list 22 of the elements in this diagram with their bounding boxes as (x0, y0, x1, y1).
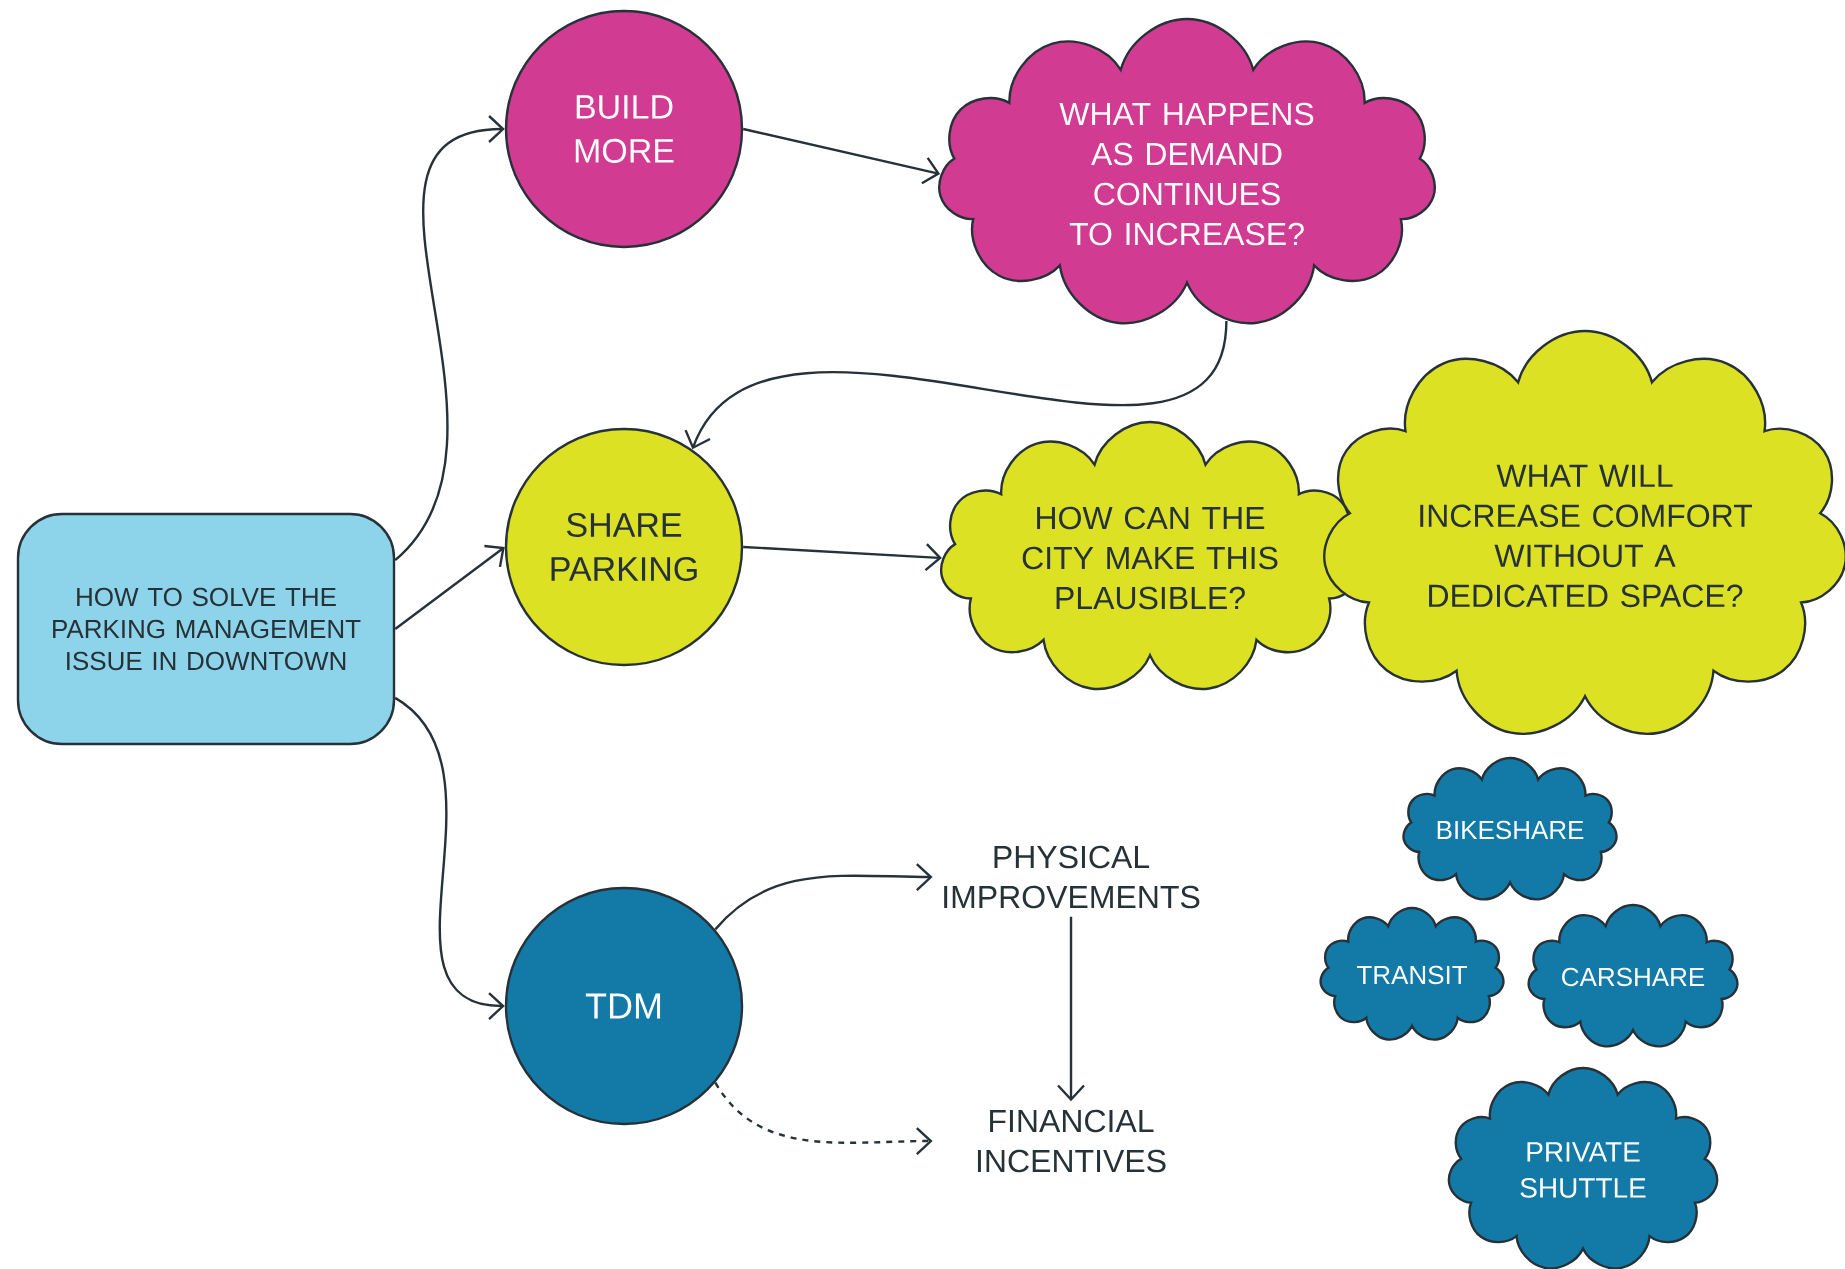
circle-node: SHARE PARKING (504, 427, 744, 667)
thought-cloud: BIKESHARE (1402, 756, 1618, 901)
thought-cloud: TRANSIT (1319, 906, 1505, 1041)
arrow (743, 543, 942, 572)
arrow (714, 863, 933, 931)
arrow (1057, 916, 1085, 1102)
arrow (394, 696, 505, 1020)
circle-node: TDM (504, 886, 744, 1126)
arrow (684, 320, 1228, 450)
text-label: FINANCIAL INCENTIVES (977, 1109, 1166, 1173)
question-box: HOW TO SOLVE THE PARKING MANAGEMENT ISSUE IN DOWNTOWN (16, 512, 396, 746)
thought-cloud: WHAT WILL INCREASE COMFORT WITHOUT A DEDICATED SPACE? (1323, 329, 1845, 735)
text-label: PHYSICAL IMPROVEMENTS (944, 845, 1200, 909)
arrow (394, 115, 505, 561)
thought-cloud: WHAT HAPPENS AS DEMAND CONTINUES TO INCREASE? (938, 17, 1436, 325)
dashed-arrow (714, 1081, 933, 1155)
circle-node: BUILD MORE (504, 9, 744, 249)
arrow (394, 544, 505, 630)
arrow (742, 127, 941, 185)
thought-cloud: HOW CAN THE CITY MAKE THIS PLAUSIBLE? (939, 420, 1361, 691)
thought-cloud: CARSHARE (1527, 903, 1739, 1048)
thought-cloud: PRIVATE SHUTTLE (1447, 1066, 1719, 1269)
